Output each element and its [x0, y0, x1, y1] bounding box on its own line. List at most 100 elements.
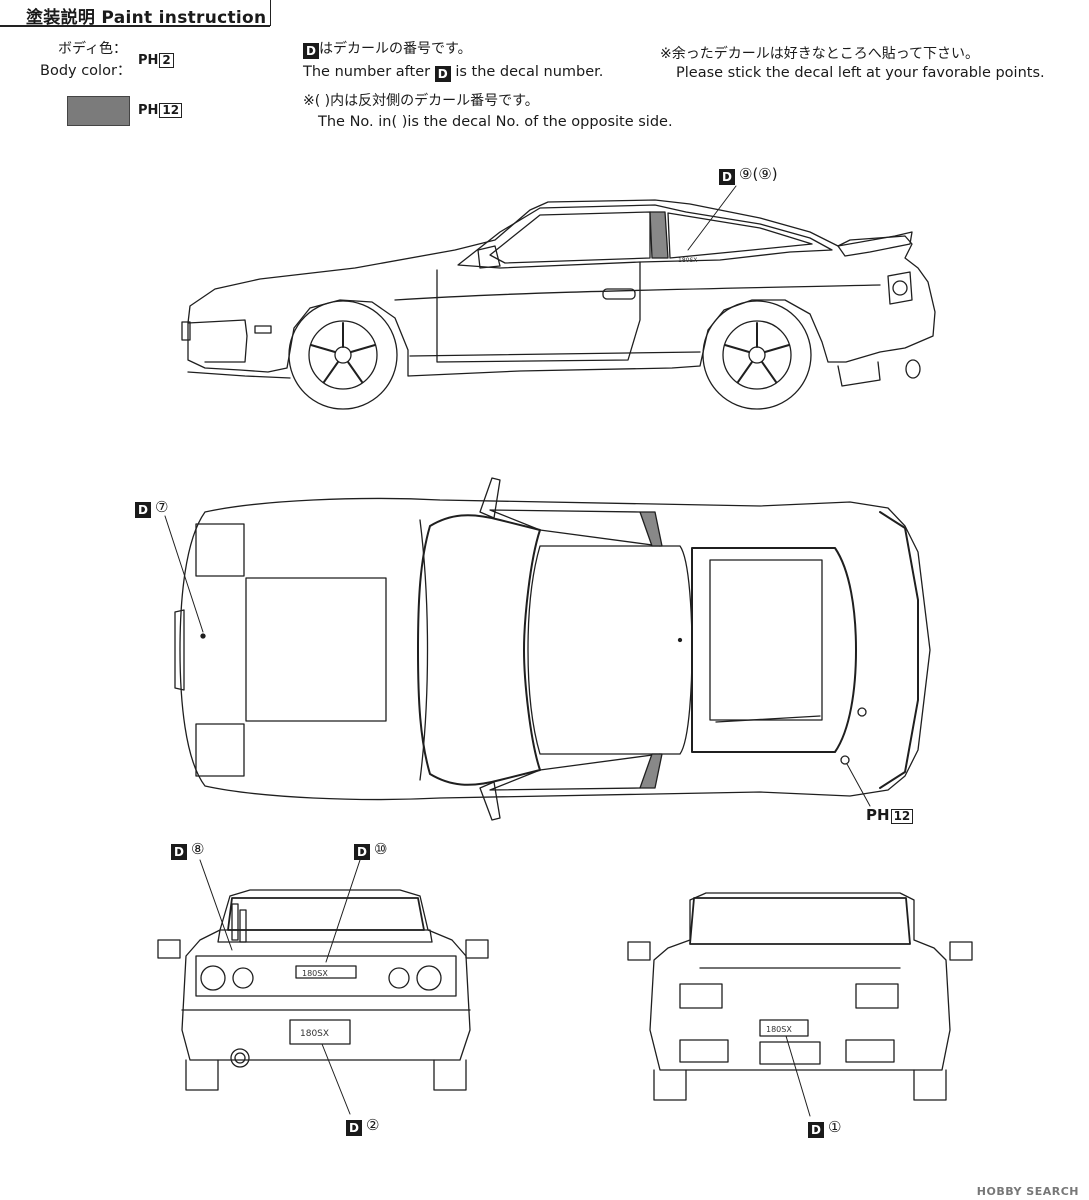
note-text: はデカールの番号です。	[319, 41, 472, 57]
rear-plate	[289, 1019, 351, 1045]
note-opposite-jp: ※( )内は反対側のデカール番号です。	[303, 93, 539, 109]
top-b-pillar-lower	[639, 753, 663, 789]
footer-watermark: HOBBY SEARCH	[976, 1185, 1079, 1198]
rear-spoiler-stay-mid	[239, 909, 247, 943]
side-mirror	[477, 245, 501, 269]
side-front-bumper	[187, 319, 248, 363]
side-door-line	[436, 261, 641, 363]
front-windshield	[689, 897, 911, 945]
rear-leader-2	[321, 1043, 351, 1115]
front-plate	[759, 1019, 809, 1037]
side-leader-line	[687, 185, 737, 251]
top-paint-leader	[846, 763, 871, 807]
header-divider	[270, 0, 271, 26]
front-popup-left	[679, 983, 723, 1009]
rear-rim	[722, 320, 792, 390]
side-exhaust-tip	[905, 359, 921, 379]
rear-tyre-left	[185, 1059, 219, 1091]
decal-badge: D	[346, 1120, 362, 1136]
top-right-headlight	[195, 723, 245, 777]
top-hood-leader	[164, 515, 204, 633]
rear-hub	[748, 346, 766, 364]
top-rear-wiper	[715, 715, 821, 723]
top-side-glass-upper	[489, 509, 661, 547]
top-rear-glass-inner	[709, 559, 823, 721]
rear-exhaust	[230, 1048, 250, 1068]
note-leftover-jp: ※余ったデカールは好きなところへ貼って下さい。	[660, 46, 980, 62]
top-rear-glass	[691, 547, 857, 753]
top-hood-vent	[245, 577, 387, 722]
front-body-outline	[649, 892, 951, 1071]
rear-glass	[227, 897, 425, 931]
rear-tyre-right	[433, 1059, 467, 1091]
rear-light-left-outer	[200, 965, 226, 991]
callout-text: ⑦	[155, 498, 169, 516]
side-door-handle	[602, 288, 636, 300]
front-spokes	[310, 322, 376, 383]
rear-spoiler-stay-left	[231, 903, 239, 941]
rear-spoiler	[217, 929, 433, 943]
top-mirror-right	[479, 781, 501, 821]
rear-light-right-inner	[388, 967, 410, 989]
side-quarter-glass	[667, 212, 813, 259]
rear-body-outline	[181, 889, 471, 1061]
callout-text: ①	[828, 1118, 842, 1136]
callout-text: ⑩	[374, 840, 388, 858]
side-exhaust	[837, 361, 881, 387]
top-b-pillar-upper	[639, 511, 663, 547]
rear-spokes	[724, 322, 790, 383]
decal-badge: D	[434, 66, 451, 82]
side-marker-light	[254, 325, 272, 334]
front-tyre-left	[653, 1069, 687, 1101]
rear-exhaust-inner	[234, 1052, 246, 1064]
rear-view: 180SX 180SX	[157, 859, 489, 1115]
top-mirror-left	[479, 477, 501, 519]
side-b-pillar	[649, 211, 669, 259]
callout-text: ⑧	[191, 840, 205, 858]
top-view	[164, 477, 931, 821]
rear-leader-10	[325, 859, 361, 963]
rear-mirror-left	[157, 939, 181, 959]
body-color-label-jp: ボディ色：	[58, 41, 128, 57]
top-front-plate	[174, 609, 185, 691]
rear-mirror-right	[465, 939, 489, 959]
front-fog-left	[679, 1039, 729, 1063]
side-tail-light	[887, 271, 913, 305]
rear-light-panel	[195, 955, 457, 997]
paint-number: 12	[890, 809, 914, 824]
paint-code: PH	[138, 53, 159, 68]
top-rear-spoiler	[879, 511, 919, 789]
decal-badge: D	[354, 844, 370, 860]
rear-light-left-inner	[232, 967, 254, 989]
decal-badge: D	[171, 844, 187, 860]
rear-plate-text: 180SX	[300, 1029, 329, 1039]
side-tail-lens	[892, 280, 908, 296]
front-plate-text: 180SX	[766, 1025, 792, 1034]
callout-text: ②	[366, 1116, 380, 1134]
decal-badge: D	[808, 1122, 824, 1138]
rear-tyre	[702, 300, 812, 410]
rear-leader-8	[199, 859, 233, 951]
side-front-plate	[181, 321, 191, 341]
front-leader-1	[785, 1035, 811, 1117]
top-roof	[527, 545, 693, 755]
front-mirror-left	[627, 941, 651, 961]
note-opposite-en: The No. in( )is the decal No. of the opp…	[318, 114, 673, 130]
decal-badge: D	[719, 169, 735, 185]
front-rim	[308, 320, 378, 390]
front-hub	[334, 346, 352, 364]
rear-badge-box	[295, 965, 357, 979]
front-tyre	[288, 300, 398, 410]
top-side-glass-lower	[489, 753, 661, 791]
note-leftover-en: Please stick the decal left at your favo…	[676, 65, 1045, 81]
top-fuel-cap	[840, 755, 850, 765]
side-door-glass	[489, 211, 651, 264]
decal-badge: D	[135, 502, 151, 518]
side-body-outline	[187, 199, 936, 377]
front-tyre-right	[913, 1069, 947, 1101]
